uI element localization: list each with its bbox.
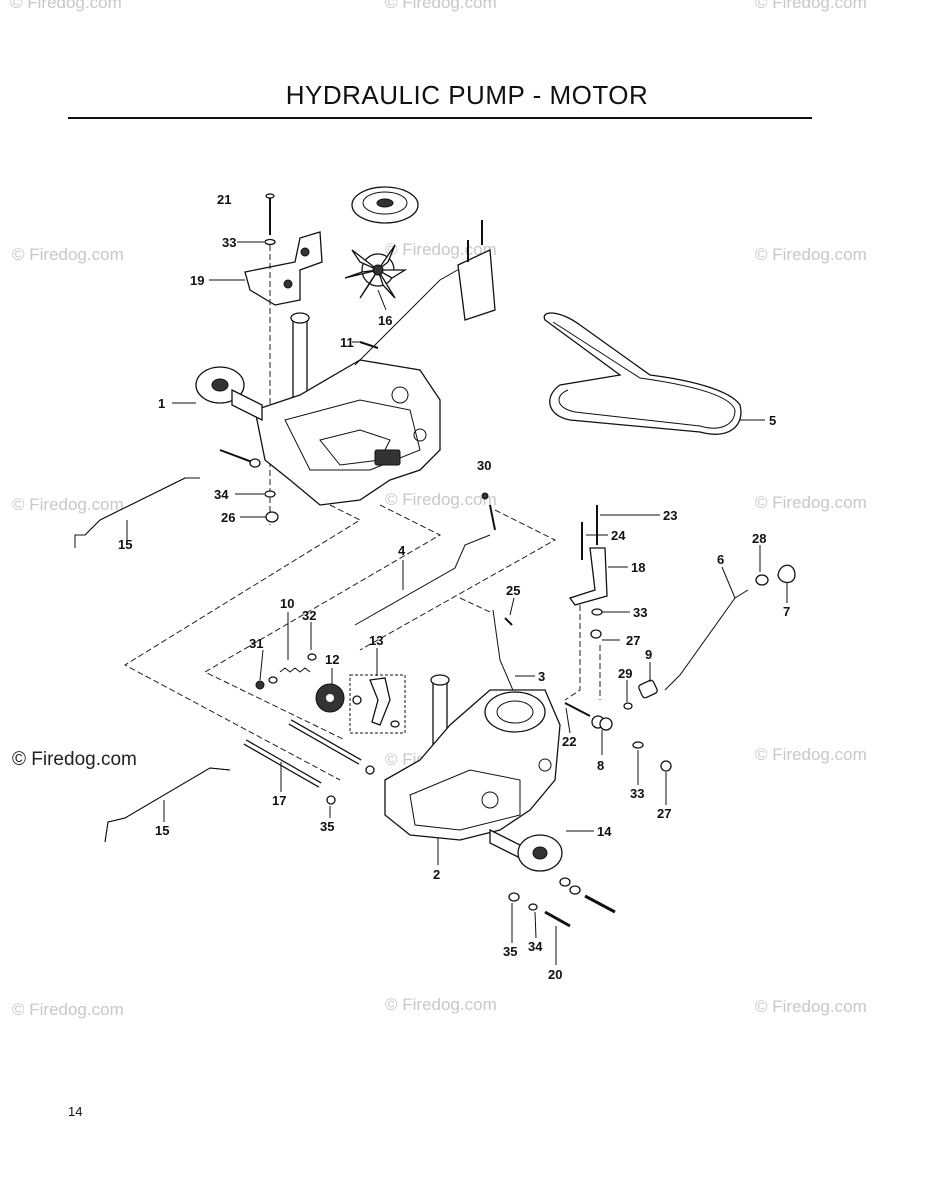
callout-label: 33 (630, 786, 644, 801)
callout-label: 34 (214, 487, 229, 502)
callout-labels: 21 33 19 16 11 1 5 34 26 15 30 4 23 24 1… (118, 192, 790, 982)
callout-label: 17 (272, 793, 286, 808)
hose-15-lower (104, 767, 231, 843)
spring-assembly (255, 653, 317, 690)
callout-label: 8 (597, 758, 604, 773)
callout-label: 20 (548, 967, 562, 982)
callout-label: 27 (626, 633, 640, 648)
callout-label: 26 (221, 510, 235, 525)
callout-label: 12 (325, 652, 339, 667)
callout-label: 33 (222, 235, 236, 250)
callout-label: 7 (783, 604, 790, 619)
lower-pump-motor-assembly (384, 674, 616, 928)
watermark: © Firedog.com (755, 745, 867, 764)
small-parts-right (564, 702, 672, 772)
upper-pump-motor-assembly (195, 186, 496, 525)
callout-label: 33 (633, 605, 647, 620)
callout-label: 3 (538, 669, 545, 684)
callout-label: 34 (528, 939, 543, 954)
callout-label: 30 (477, 458, 491, 473)
leader-lines (126, 241, 788, 965)
watermark: © Firedog.com (12, 749, 137, 770)
callout-label: 16 (378, 313, 392, 328)
callout-label: 29 (618, 666, 632, 681)
group-13 (349, 674, 406, 734)
tubes-17 (243, 719, 375, 805)
callout-label: 22 (562, 734, 576, 749)
watermark: © Firedog.com (385, 0, 497, 12)
callout-label: 18 (631, 560, 645, 575)
drive-belt-5 (543, 312, 742, 435)
callout-label: 6 (717, 552, 724, 567)
watermark: © Firedog.com (755, 493, 867, 512)
callout-label: 24 (611, 528, 626, 543)
gear-12 (315, 683, 345, 713)
fan-16 (344, 244, 408, 299)
callout-label: 35 (503, 944, 517, 959)
linkage-3 (492, 609, 516, 696)
watermark: © Firedog.com (12, 495, 124, 514)
callout-label: 9 (645, 647, 652, 662)
watermark: © Firedog.com (385, 995, 497, 1014)
callout-label: 27 (657, 806, 671, 821)
callout-label: 15 (155, 823, 169, 838)
callout-label: 31 (249, 636, 263, 651)
callout-label: 23 (663, 508, 677, 523)
callout-label: 15 (118, 537, 132, 552)
watermark: © Firedog.com (755, 0, 867, 12)
rod-4 (354, 492, 496, 626)
title-rule (68, 117, 812, 119)
watermark: © Firedog.com (10, 0, 122, 12)
callout-label: 14 (597, 824, 612, 839)
callout-label: 2 (433, 867, 440, 882)
bracket-18 (568, 505, 608, 639)
callout-label: 4 (398, 543, 406, 558)
rod-6 (623, 564, 796, 710)
callout-label: 13 (369, 633, 383, 648)
page-number: 14 (68, 1104, 83, 1119)
page-title: HYDRAULIC PUMP - MOTOR (285, 80, 649, 110)
watermarks: © Firedog.com © Firedog.com © Firedog.co… (10, 0, 867, 1019)
callout-label: 1 (158, 396, 165, 411)
callout-label: 19 (190, 273, 204, 288)
callout-label: 35 (320, 819, 334, 834)
callout-label: 25 (506, 583, 520, 598)
callout-label: 10 (280, 596, 294, 611)
watermark: © Firedog.com (755, 997, 867, 1016)
callout-label: 11 (340, 335, 354, 350)
callout-label: 28 (752, 531, 766, 546)
callout-label: 32 (302, 608, 316, 623)
watermark: © Firedog.com (12, 245, 124, 264)
watermark: © Firedog.com (12, 1000, 124, 1019)
hose-15-upper (74, 477, 200, 548)
watermark: © Firedog.com (385, 490, 497, 509)
callout-label: 5 (769, 413, 776, 428)
callout-label: 21 (217, 192, 231, 207)
watermark: © Firedog.com (755, 245, 867, 264)
